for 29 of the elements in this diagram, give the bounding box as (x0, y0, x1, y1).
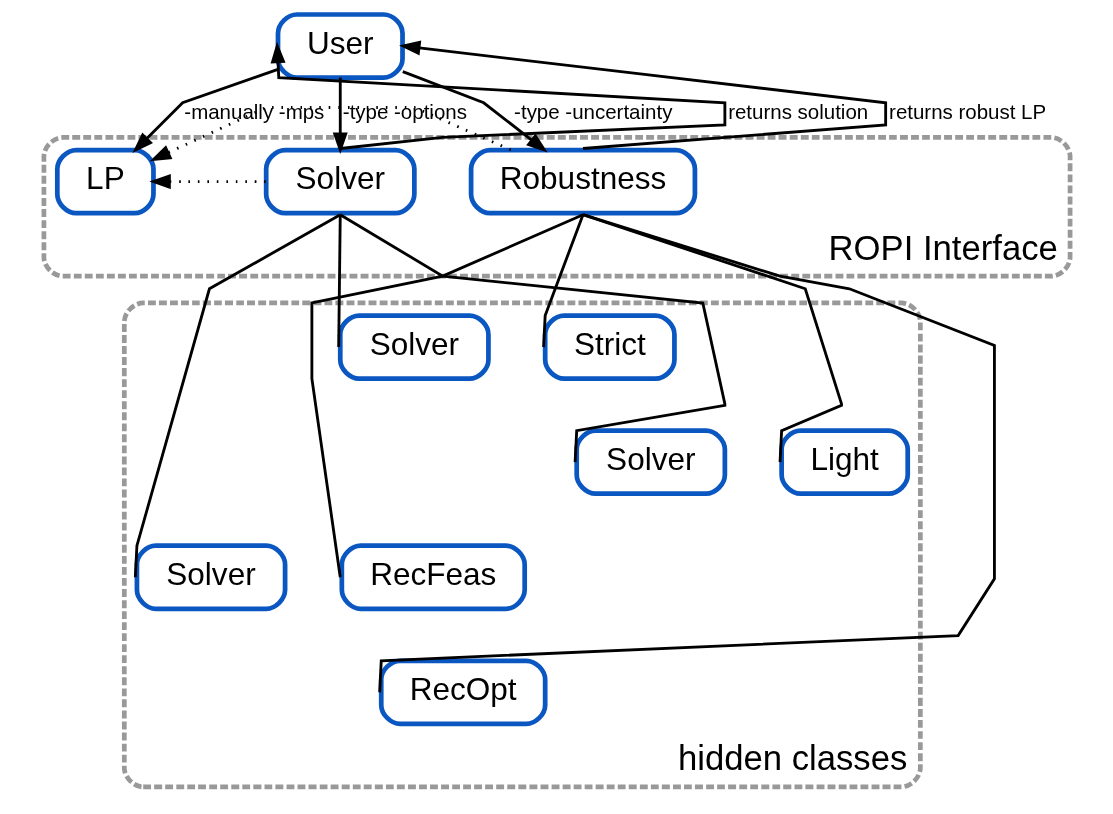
node-box: Strict (542, 313, 677, 381)
arrow (148, 174, 266, 190)
node-box: Light (778, 428, 910, 497)
node-box: Solver (573, 428, 727, 497)
arrow (270, 41, 726, 150)
node-box: Solver (134, 543, 287, 612)
connector (309, 213, 584, 578)
edge-label: returns robust LP (888, 100, 1046, 124)
arrow (398, 40, 887, 150)
edge-label: -type -uncertainty (513, 100, 672, 124)
connector (377, 213, 996, 693)
edge-label: -manually -mps (183, 100, 324, 124)
edge-label: -type -options (342, 100, 467, 124)
connector (541, 214, 584, 348)
connector (133, 213, 341, 578)
node-box: RecOpt (378, 658, 548, 727)
node-box: RecFeas (338, 543, 527, 612)
arrow (131, 68, 278, 153)
arrow (332, 77, 348, 154)
connector (339, 213, 726, 463)
node-box: User (275, 12, 405, 80)
arrow (149, 106, 512, 162)
node-box: Solver (337, 313, 491, 381)
arrow (401, 70, 548, 153)
connector (336, 214, 342, 348)
node-box: Robustness (468, 147, 697, 216)
node-box: LP (54, 147, 156, 216)
edge-label: returns solution (727, 100, 868, 124)
node-box: Solver (263, 147, 417, 216)
